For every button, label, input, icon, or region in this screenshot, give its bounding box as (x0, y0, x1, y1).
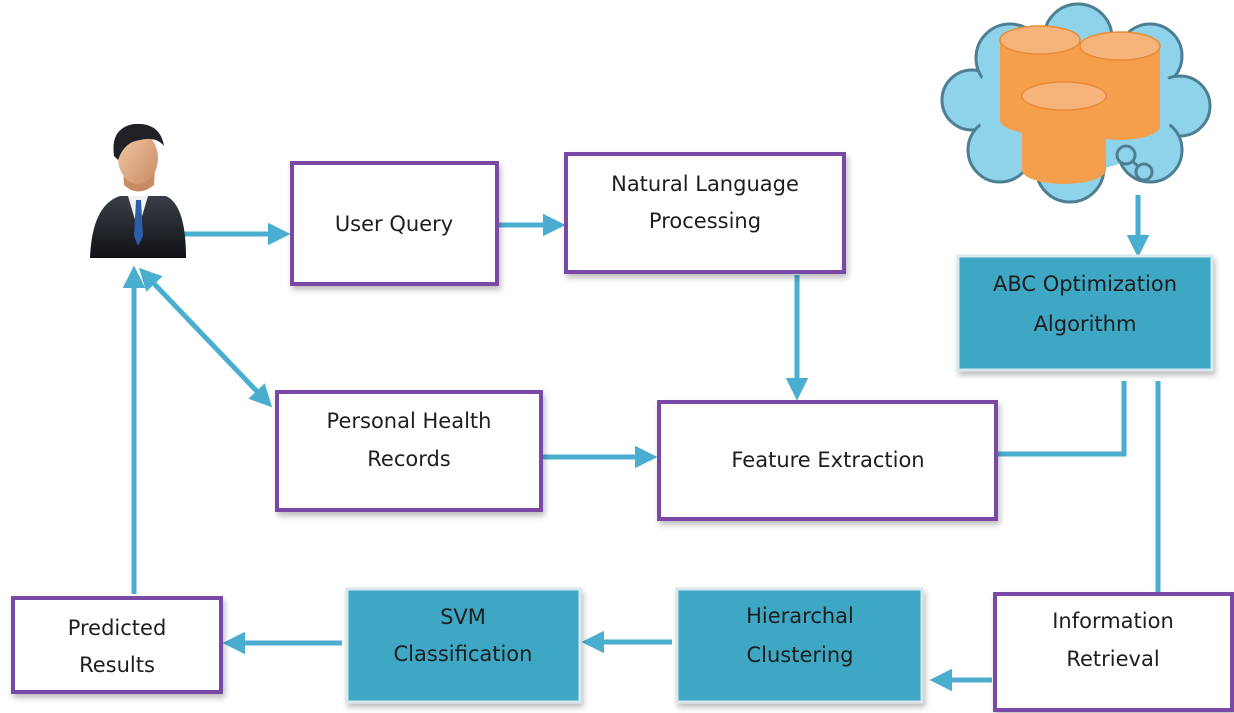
box-information-retrieval-line2: Retrieval (1066, 647, 1159, 671)
box-nlp-label-line1: Natural Language (611, 172, 799, 196)
box-predicted-results-line1: Predicted (68, 616, 167, 640)
box-personal-health-records: Personal Health Records (275, 390, 543, 512)
arrow-user-phr (138, 267, 273, 408)
box-predicted-results: Predicted Results (11, 596, 223, 694)
box-abc-optimization-algorithm: ABC Optimization Algorithm (956, 254, 1214, 372)
box-nlp-label-line2: Processing (649, 209, 761, 233)
connectors (122, 195, 1161, 692)
box-hierarchal-clustering: Hierarchal Clustering (675, 587, 924, 704)
box-natural-language-processing: Natural Language Processing (564, 152, 846, 274)
box-abc-label-line2: Algorithm (1034, 312, 1137, 336)
box-information-retrieval: Information Retrieval (993, 592, 1234, 712)
box-user-query-label: User Query (335, 212, 453, 236)
cloud-database-icon (940, 2, 1212, 204)
box-feature-extraction: Feature Extraction (657, 400, 998, 521)
user-icon (90, 123, 186, 258)
box-user-query: User Query (290, 161, 499, 286)
box-information-retrieval-line1: Information (1052, 609, 1174, 633)
box-abc-label-line1: ABC Optimization (993, 272, 1177, 296)
box-feature-extraction-label: Feature Extraction (731, 448, 924, 472)
box-svm-classification: SVM Classification (345, 587, 582, 704)
box-hierarchal-clustering-line2: Clustering (746, 643, 853, 667)
box-predicted-results-line2: Results (79, 653, 155, 677)
box-svm-classification-line2: Classification (394, 642, 533, 666)
box-phr-label-line1: Personal Health (327, 409, 492, 433)
connector-feature-to-abc (998, 381, 1127, 457)
box-hierarchal-clustering-line1: Hierarchal (746, 604, 854, 628)
box-phr-label-line2: Records (367, 447, 451, 471)
box-svm-classification-line1: SVM (440, 605, 486, 629)
